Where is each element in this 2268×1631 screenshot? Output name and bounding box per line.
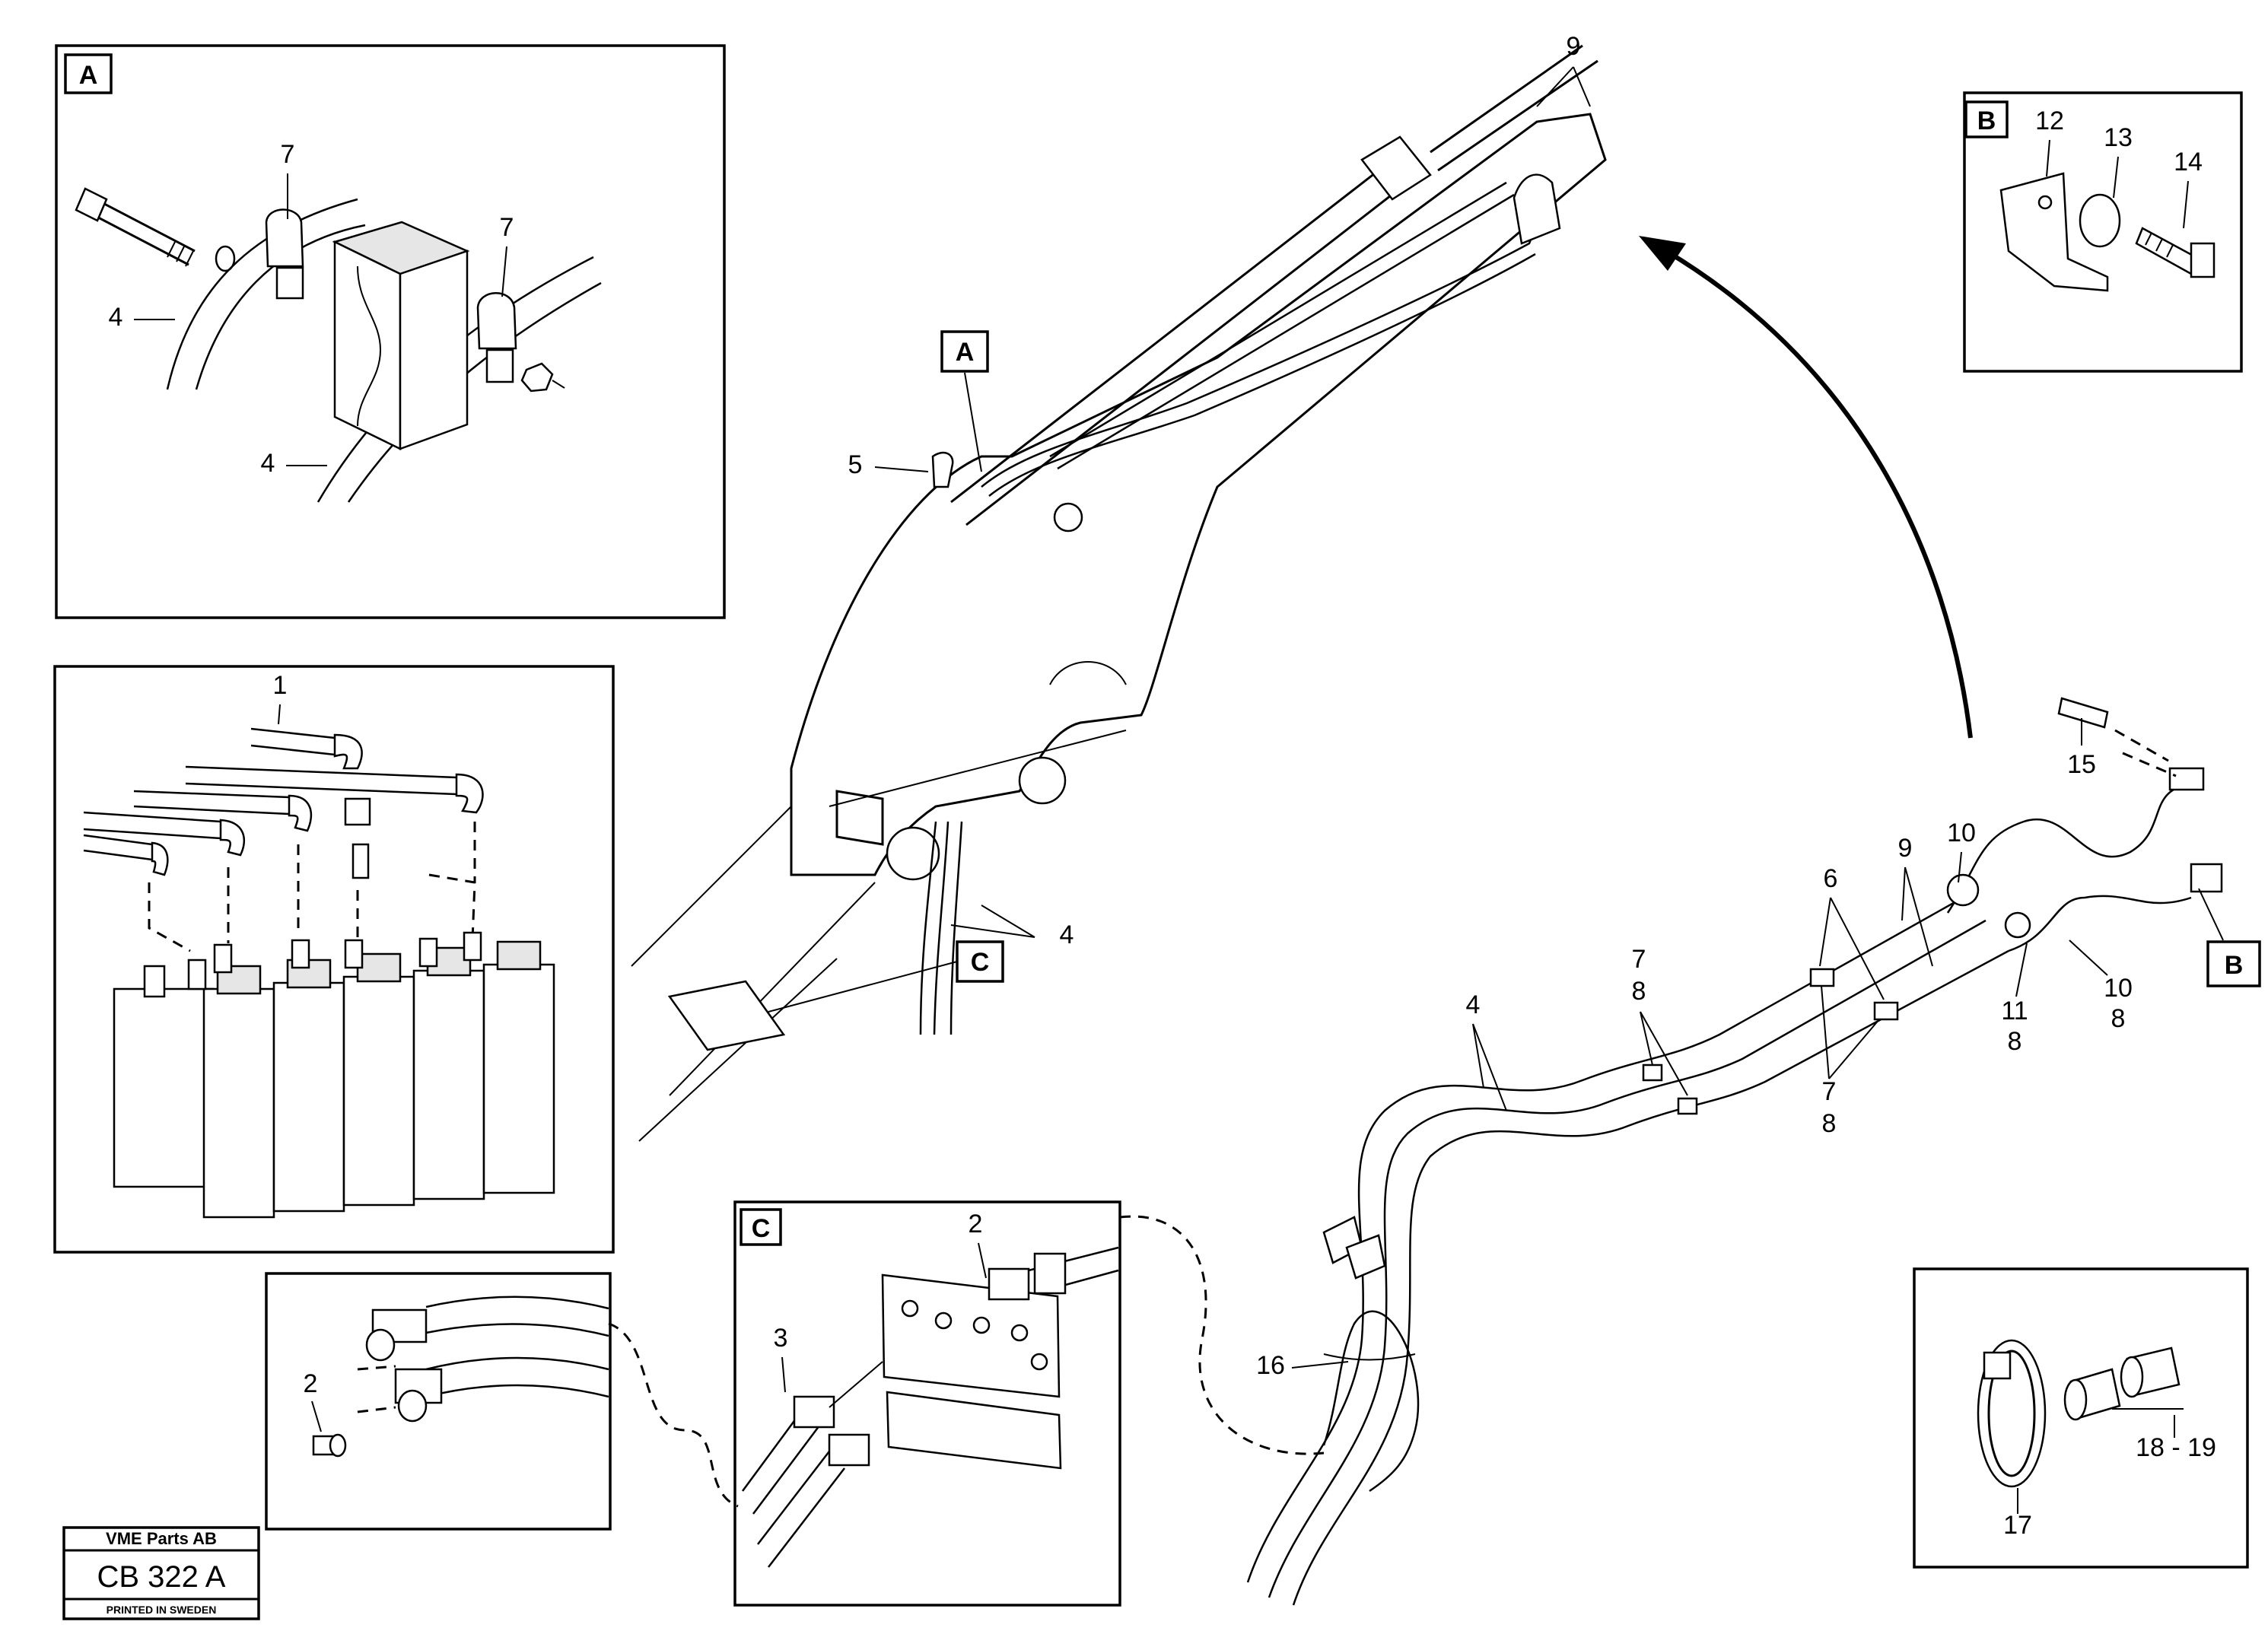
adapter-panel: 2 [265, 1272, 612, 1531]
detail-c-panel: C 2 3 [733, 1200, 1121, 1607]
detail-c-tag: C [752, 1214, 771, 1243]
detail-b-panel: B 12 13 14 [1963, 91, 2243, 373]
callout-8-h4: 8 [2111, 1004, 2126, 1033]
callout-17: 17 [2003, 1511, 2032, 1540]
hose-routing: 4 7 8 6 9 10 7 8 11 8 10 8 15 16 B [1246, 697, 2261, 1606]
callout-16: 16 [1256, 1351, 1285, 1380]
callout-tag-a-boom: A [956, 338, 975, 367]
callout-8-h2: 8 [1822, 1109, 1837, 1138]
valve-ports [143, 931, 482, 998]
callout-tag-c-boom: C [971, 948, 990, 977]
callout-7-a2: 7 [500, 213, 514, 242]
excavator-boom: 9 5 4 A C [631, 32, 1607, 1142]
detail-b-tag: B [1977, 107, 1996, 135]
callout-7-a1: 7 [281, 140, 295, 169]
connection-line-1 [608, 1322, 739, 1508]
callout-14: 14 [2174, 148, 2203, 176]
clamp-detail-panel: 18 - 19 17 [1913, 1267, 2249, 1569]
callout-tag-b-hose: B [2225, 951, 2244, 980]
callout-4-a1: 4 [109, 303, 123, 332]
callout-18-19: 18 - 19 [2136, 1433, 2216, 1462]
callout-2-left: 2 [304, 1369, 318, 1398]
callout-15: 15 [2067, 750, 2096, 779]
title-printed: PRINTED IN SWEDEN [107, 1604, 217, 1616]
connection-line-2 [1119, 1215, 1325, 1455]
callout-4-hose: 4 [1466, 990, 1481, 1019]
valve-sections [202, 940, 555, 1219]
callout-11: 11 [2001, 997, 2028, 1025]
callout-3: 3 [774, 1324, 788, 1353]
title-drawing-number: CB 322 A [97, 1560, 225, 1594]
callout-12: 12 [2035, 107, 2064, 135]
arrow-head [1639, 236, 1686, 271]
clamp-block [332, 221, 470, 451]
callout-9-top: 9 [1567, 32, 1581, 61]
callout-4-boom: 4 [1060, 920, 1074, 949]
detail-a-panel: A 7 7 4 4 [55, 44, 726, 619]
callout-13: 13 [2104, 123, 2133, 152]
callout-1: 1 [273, 671, 288, 700]
callout-10-top: 10 [1947, 819, 1976, 847]
callout-4-a2: 4 [261, 449, 275, 478]
valve-block-panel: 1 [53, 665, 615, 1254]
callout-8-h3: 8 [2008, 1027, 2022, 1056]
callout-7-h1: 7 [1632, 945, 1646, 974]
bolt [75, 187, 196, 267]
callout-5: 5 [848, 450, 863, 479]
callout-6: 6 [1824, 864, 1838, 893]
callout-9-hose: 9 [1898, 834, 1913, 863]
direction-arrow [1665, 249, 1973, 739]
callout-10-bottom: 10 [2104, 974, 2133, 1003]
title-block: VME Parts AB CB 322 A PRINTED IN SWEDEN [62, 1526, 260, 1620]
callout-2-c: 2 [969, 1210, 983, 1238]
title-company: VME Parts AB [106, 1529, 217, 1548]
callout-8-h1: 8 [1632, 977, 1646, 1006]
callout-7-h2: 7 [1822, 1077, 1837, 1106]
detail-a-tag: A [79, 61, 98, 90]
